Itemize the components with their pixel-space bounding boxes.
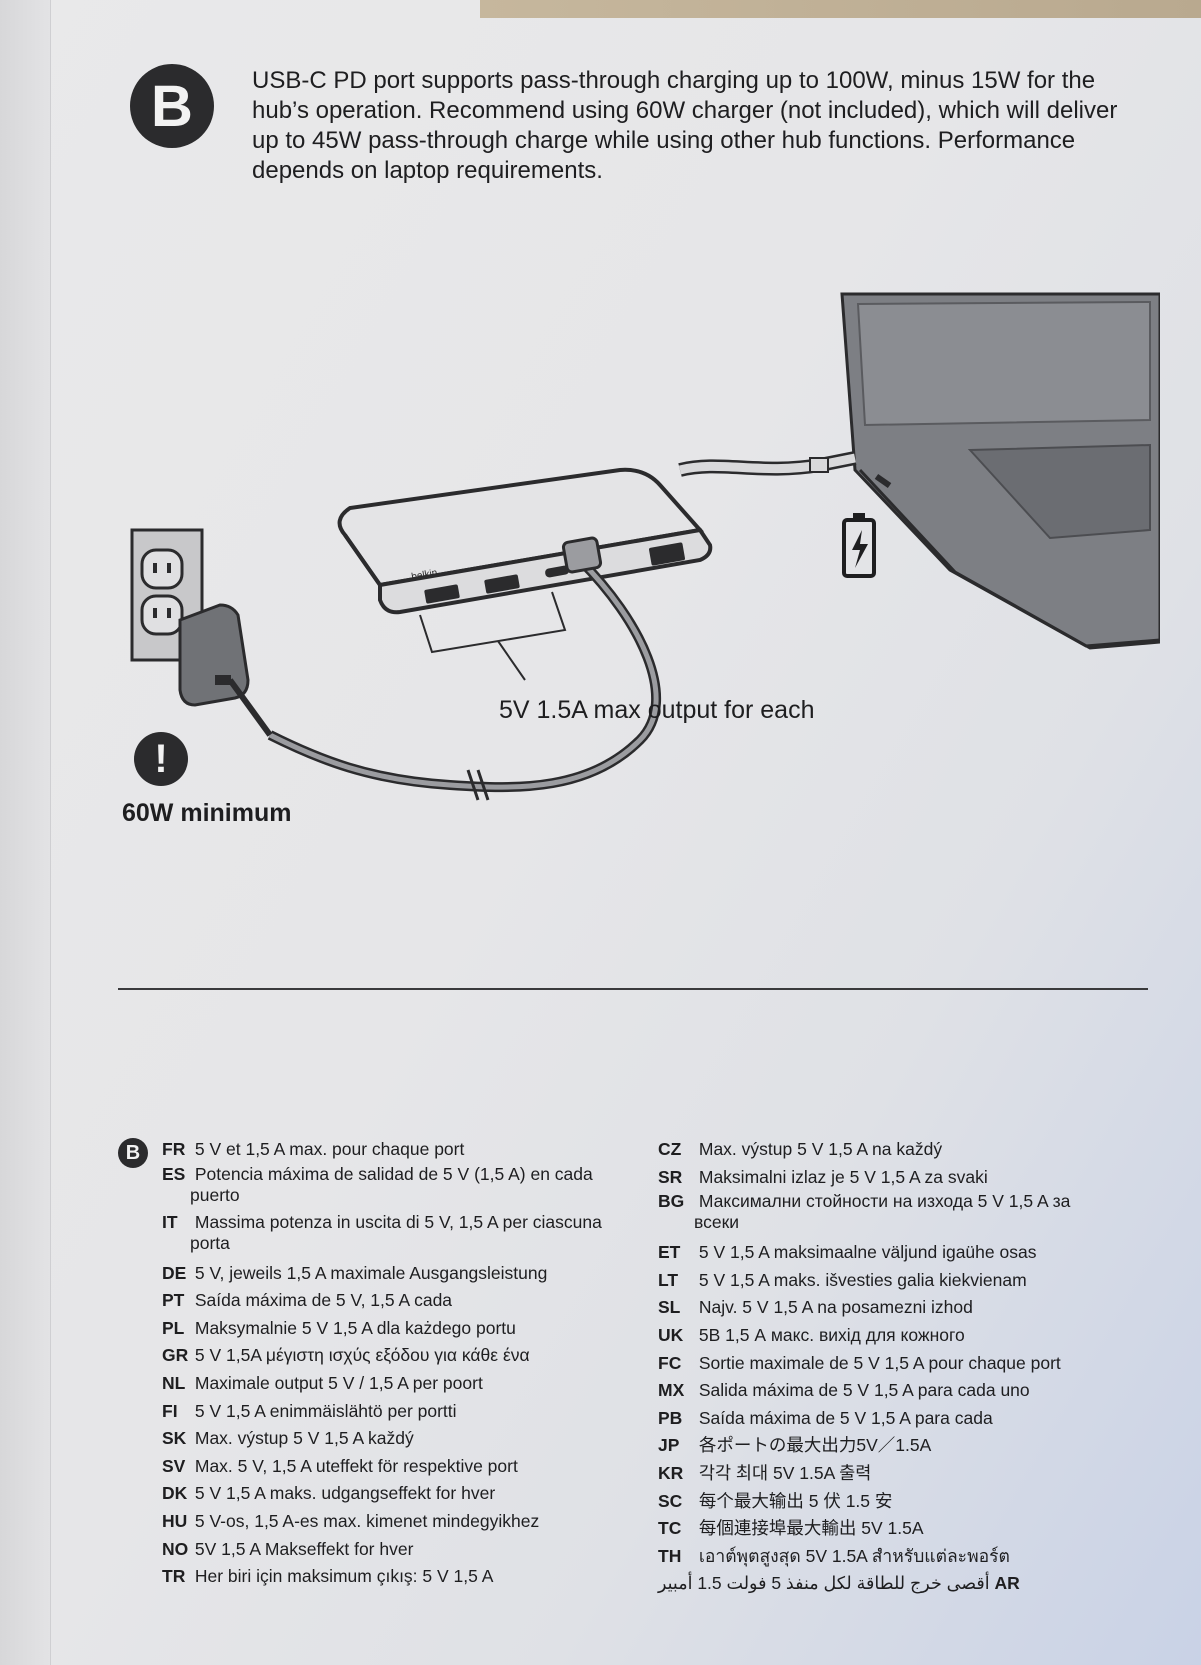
translation-sl: SL Najv. 5 V 1,5 A na posamezni izhod — [658, 1297, 973, 1318]
translations-left-column: FR 5 V et 1,5 A max. pour chaque port ES… — [162, 1136, 602, 1591]
translation-kr: KR 각각 최대 5V 1.5A 출력 — [658, 1462, 872, 1483]
translation-ar: أقصى خرج للطاقة لكل منفذ 5 فولت 1.5 أمبي… — [658, 1573, 1020, 1594]
hub-brand-logo: belkin — [411, 568, 439, 583]
warning-icon: ! — [134, 732, 188, 786]
translation-nl: NL Maximale output 5 V / 1,5 A per poort — [162, 1372, 483, 1393]
translation-tc: TC 每個連接埠最大輸出 5V 1.5A — [658, 1518, 924, 1539]
translation-dk: DK 5 V 1,5 A maks. udgangseffekt for hve… — [162, 1483, 496, 1504]
power-adapter-illustration — [178, 603, 273, 737]
translation-bg: BG Максимални стойности на изхода 5 V 1,… — [658, 1191, 1071, 1233]
translation-cz: CZ Max. výstup 5 V 1,5 A na každý — [658, 1139, 943, 1159]
charger-minimum-label: 60W minimum — [122, 799, 292, 827]
usb-hub-illustration: belkin — [337, 467, 713, 615]
port-output-label: 5V 1.5A max output for each — [499, 696, 815, 724]
translation-lt: LT 5 V 1,5 A maks. išvesties galia kiekv… — [658, 1269, 1027, 1290]
section-divider — [118, 988, 1148, 990]
background-edge — [480, 0, 1201, 18]
translation-gr: GR 5 V 1,5A μέγιστη ισχύς εξόδου για κάθ… — [162, 1345, 530, 1366]
section-badge-small: B — [118, 1138, 148, 1168]
section-badge: B — [130, 64, 214, 148]
translation-fi: FI 5 V 1,5 A enimmäislähtö per portti — [162, 1400, 457, 1421]
port-indicator-bracket — [419, 591, 567, 681]
translation-hu: HU 5 V-os, 1,5 A-es max. kimenet mindegy… — [162, 1510, 540, 1531]
translation-no: NO 5V 1,5 A Makseffekt for hver — [162, 1538, 414, 1559]
translation-fc: FC Sortie maximale de 5 V 1,5 A pour cha… — [658, 1352, 1061, 1373]
translation-tr: TR Her biri için maksimum çıkış: 5 V 1,5… — [162, 1566, 494, 1587]
translation-jp: JP 各ポートの最大出力5V／1.5A — [658, 1435, 932, 1456]
intro-paragraph: USB-C PD port supports pass-through char… — [252, 67, 1118, 184]
translation-pt: PT Saída máxima de 5 V, 1,5 A cada — [162, 1290, 453, 1311]
translation-sr: SR Maksimalni izlaz je 5 V 1,5 A za svak… — [658, 1166, 988, 1187]
translation-de: DE 5 V, jeweils 1,5 A maximale Ausgangsl… — [162, 1262, 548, 1283]
translation-es: ES Potencia máxima de salidad de 5 V (1,… — [162, 1163, 593, 1205]
translations-right-column: CZ Max. výstup 5 V 1,5 A na každý SR Mak… — [658, 1136, 1118, 1598]
translation-it: IT Massima potenza in uscita di 5 V, 1,5… — [162, 1211, 602, 1253]
translation-pb: PB Saída máxima de 5 V 1,5 A para cada — [658, 1407, 993, 1428]
laptop-illustration — [840, 292, 1160, 650]
translation-sk: SK Max. výstup 5 V 1,5 A každý — [162, 1428, 414, 1449]
translation-pl: PL Maksymalnie 5 V 1,5 A dla każdego por… — [162, 1317, 516, 1338]
translation-sv: SV Max. 5 V, 1,5 A uteffekt för respekti… — [162, 1455, 518, 1476]
translation-mx: MX Salida máxima de 5 V 1,5 A para cada … — [658, 1380, 1030, 1401]
translation-et: ET 5 V 1,5 A maksimaalne väljund igaühe … — [658, 1242, 1037, 1263]
page-edge — [0, 0, 51, 1665]
translation-sc: SC 每个最大输出 5 伏 1.5 安 — [658, 1490, 893, 1511]
setup-diagram: belkin — [130, 292, 1160, 801]
battery-charging-icon — [842, 513, 876, 578]
translation-th: TH เอาต์พุตสูงสุด 5V 1.5A สำหรับแต่ละพอร… — [658, 1545, 1010, 1566]
translation-uk: UK 5В 1,5 А макс. вихід для кожного — [658, 1324, 965, 1345]
translation-fr: FR 5 V et 1,5 A max. pour chaque port — [162, 1139, 465, 1159]
